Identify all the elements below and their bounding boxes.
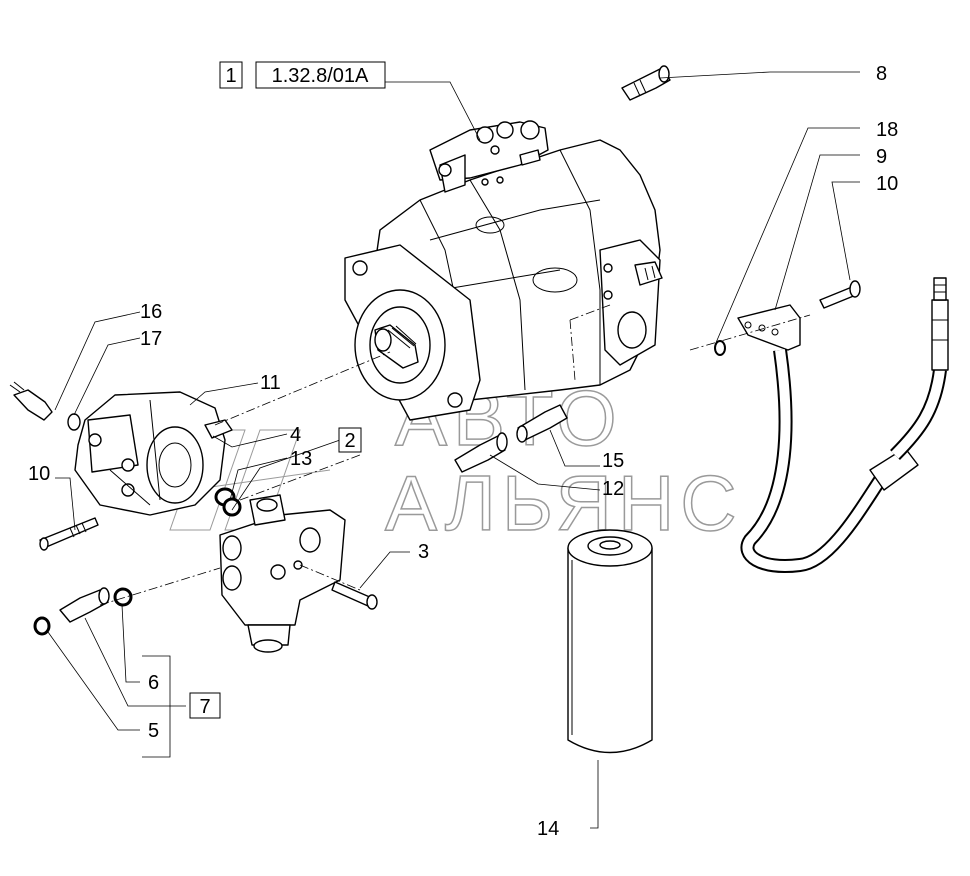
sensor-16 (9, 381, 53, 421)
ref-index: 1 (225, 65, 236, 87)
callout-17: 17 (140, 328, 162, 350)
callout-18: 18 (876, 119, 898, 141)
callout-2: 2 (344, 430, 355, 452)
callout-14: 14 (537, 818, 559, 840)
hydraulic-pipe (737, 277, 949, 573)
callout-2-box (338, 427, 362, 453)
callout-12: 12 (602, 478, 624, 500)
fitting-8 (621, 65, 671, 101)
ref-code: 1.32.8/01A (272, 65, 369, 87)
callout-10-left: 10 (28, 463, 50, 485)
fitting-5 (59, 587, 110, 623)
filter-14 (567, 529, 653, 754)
callout-13: 13 (290, 448, 312, 470)
watermark-line2: АЛЬЯНС (385, 459, 743, 547)
callout-15: 15 (602, 450, 624, 472)
fitting-12-15 (454, 404, 568, 473)
callout-6: 6 (148, 672, 159, 694)
callout-16: 16 (140, 301, 162, 323)
callout-4: 4 (290, 424, 301, 446)
callout-7: 7 (199, 696, 210, 718)
callout-10-right: 10 (876, 173, 898, 195)
gear-pump (74, 391, 233, 516)
callout-7-box (189, 692, 221, 719)
valve-block (219, 494, 346, 653)
center-lines (99, 314, 811, 606)
bolt-3 (331, 581, 378, 610)
callout-3: 3 (418, 541, 429, 563)
o-rings (33, 340, 726, 636)
callouts: 1 1.32.8/01A 8 18 9 10 16 17 11 4 2 13 1… (28, 61, 898, 840)
hydraulic-pump (344, 120, 663, 421)
callout-8: 8 (876, 63, 887, 85)
callout-9: 9 (876, 146, 887, 168)
callout-5: 5 (148, 720, 159, 742)
bolt-10-right (819, 280, 861, 309)
bolt-10-left (39, 517, 99, 551)
leader-lines (47, 71, 860, 829)
ref-code-box (255, 61, 386, 89)
callout-11: 11 (260, 372, 281, 394)
ref-index-box (219, 61, 243, 89)
